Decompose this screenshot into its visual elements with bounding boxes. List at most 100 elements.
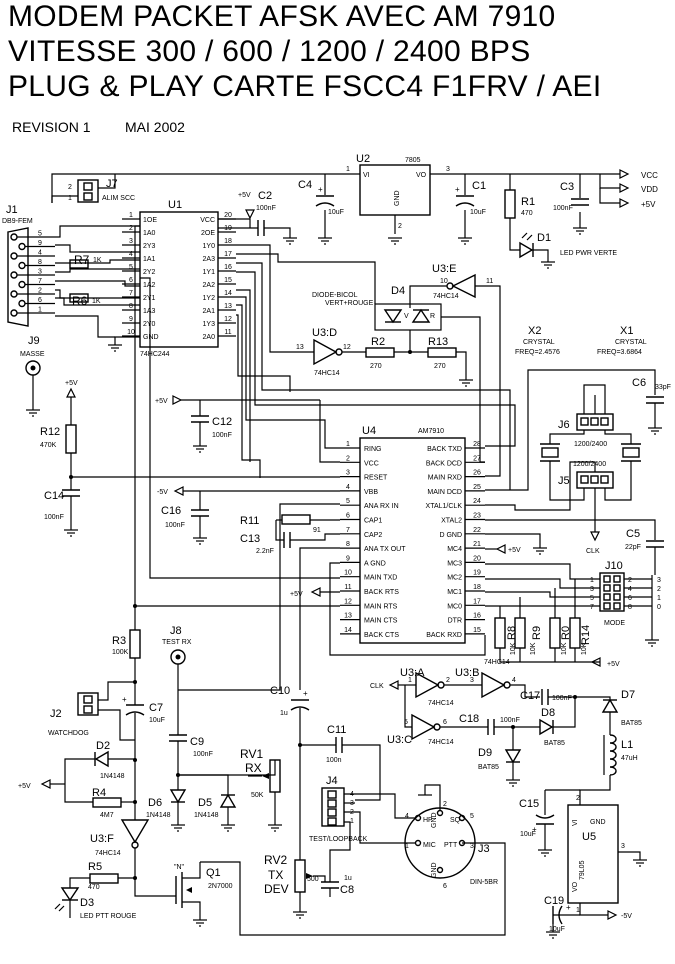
c17-value: 100nF	[552, 695, 572, 702]
d9-value: BAT85	[478, 764, 499, 771]
d6-ref: D6	[148, 797, 162, 809]
u1-pin-number: 16	[224, 264, 232, 271]
c11-capacitor	[335, 737, 343, 753]
l1-inductor	[609, 734, 617, 776]
u4-pin-name: VCC	[364, 460, 379, 467]
c16-capacitor	[191, 509, 209, 517]
u3d-out: 12	[343, 344, 351, 351]
u4-pin-number: 14	[344, 627, 352, 634]
r12-ref: R12	[40, 426, 60, 438]
d6-value: 1N4148	[146, 812, 171, 819]
q1-tag: "N"	[174, 864, 185, 871]
r6-resistor	[69, 293, 89, 303]
c3-ref: C3	[560, 181, 574, 193]
r13-ref: R13	[428, 336, 448, 348]
pullup-resistors	[494, 579, 601, 667]
u3a-in: 1	[408, 677, 412, 684]
r5-value: 470	[88, 884, 100, 891]
c1-value: 10uF	[470, 209, 486, 216]
u4-pin-name: MAIN DCD	[427, 489, 462, 496]
u1-pin-number: 15	[224, 277, 232, 284]
r13-value: 270	[434, 363, 446, 370]
u1-pin-number: 5	[129, 264, 133, 271]
u5-m5v: -5V	[621, 913, 632, 920]
svg-text:5: 5	[590, 595, 594, 602]
u1-pin-number: 3	[129, 238, 133, 245]
u4-pin-number: 10	[344, 570, 352, 577]
u3b-out: 4	[512, 677, 516, 684]
svg-text:2: 2	[657, 586, 661, 593]
u1-pin-name: 2Y2	[143, 269, 156, 276]
u3a-part: 74HC14	[428, 700, 454, 707]
u5-ref: U5	[582, 831, 596, 843]
svg-text:+: +	[455, 185, 460, 194]
u3c-part: 74HC14	[428, 739, 454, 746]
j1-pin	[10, 252, 18, 260]
c12-value: 100nF	[212, 432, 232, 439]
svg-text:7: 7	[590, 604, 594, 611]
d2-ref: D2	[96, 740, 110, 752]
u4-pin-number: 25	[473, 484, 481, 491]
u3e-ref: U3:E	[432, 263, 456, 275]
d5-value: 1N4148	[194, 812, 219, 819]
svg-text:+: +	[303, 689, 308, 698]
u4-pin-name: D GND	[439, 532, 462, 539]
j2-ref: J2	[50, 708, 62, 720]
u2-ref: U2	[356, 153, 370, 165]
u3f-ref: U3:F	[90, 833, 114, 845]
u4-pin-number: 17	[473, 598, 481, 605]
svg-text:8: 8	[628, 604, 632, 611]
rv2-value: 500	[307, 876, 319, 883]
c9-value: 100nF	[193, 751, 213, 758]
c19-value: 10uF	[549, 926, 565, 933]
u1-pin-name: 2A3	[203, 256, 216, 263]
j3-ptt: PTT	[444, 842, 458, 849]
u1-pin-name: 2A0	[203, 334, 216, 341]
j1-pin	[18, 299, 26, 308]
u3b-inverter	[481, 671, 511, 699]
r7-value: 1K	[93, 257, 102, 264]
c8-value: 1u	[344, 875, 352, 882]
c15-value: 10uF	[520, 831, 536, 838]
u4-part: AM7910	[418, 428, 444, 435]
c10-value: 1u	[280, 710, 288, 717]
power-supply	[51, 169, 630, 245]
r2-value: 270	[370, 363, 382, 370]
u1-pin-number: 14	[224, 290, 232, 297]
svg-text:+: +	[122, 695, 127, 704]
reset-5v: +5V	[18, 783, 31, 790]
u4-modem-body	[359, 437, 466, 644]
u4-pin-name: MC0	[447, 603, 462, 610]
j1-db9-shell	[7, 227, 29, 327]
d6-diode	[169, 789, 187, 804]
d3-led	[54, 887, 80, 912]
c2-capacitor	[257, 220, 265, 236]
rv2-ref: RV2	[264, 853, 287, 867]
u4-pin-name: A GND	[364, 560, 386, 567]
u1-pin-name: GND	[143, 334, 159, 341]
r1-value: 470	[521, 210, 533, 217]
u4-pin-number: 8	[346, 541, 350, 548]
u1-pin-name: 2A2	[203, 282, 216, 289]
svg-text:0: 0	[657, 604, 661, 611]
j3-ref: J3	[478, 843, 490, 855]
u4-pin-name: XTAL1/CLK	[426, 503, 463, 510]
u2-regulator-body	[359, 164, 431, 216]
u4-pin-number: 11	[344, 584, 351, 591]
u4-pin-name: CAP2	[364, 532, 382, 539]
j4-header	[321, 787, 345, 827]
j9-value: MASSE	[20, 351, 45, 358]
r2-ref: R2	[371, 336, 385, 348]
u4-pin-number: 7	[346, 527, 350, 534]
u1-pin-name: 1Y0	[203, 243, 216, 250]
u1-pin-name: 2Y3	[143, 243, 156, 250]
u5-vo: VO	[572, 881, 579, 892]
x1-crystal	[621, 443, 641, 462]
j10-ref: J10	[605, 560, 623, 572]
j1-pin	[18, 280, 26, 289]
u4-pin-name: BACK TXD	[427, 446, 462, 453]
j3-hp: HP	[423, 817, 433, 824]
u4-pin-number: 12	[344, 598, 352, 605]
